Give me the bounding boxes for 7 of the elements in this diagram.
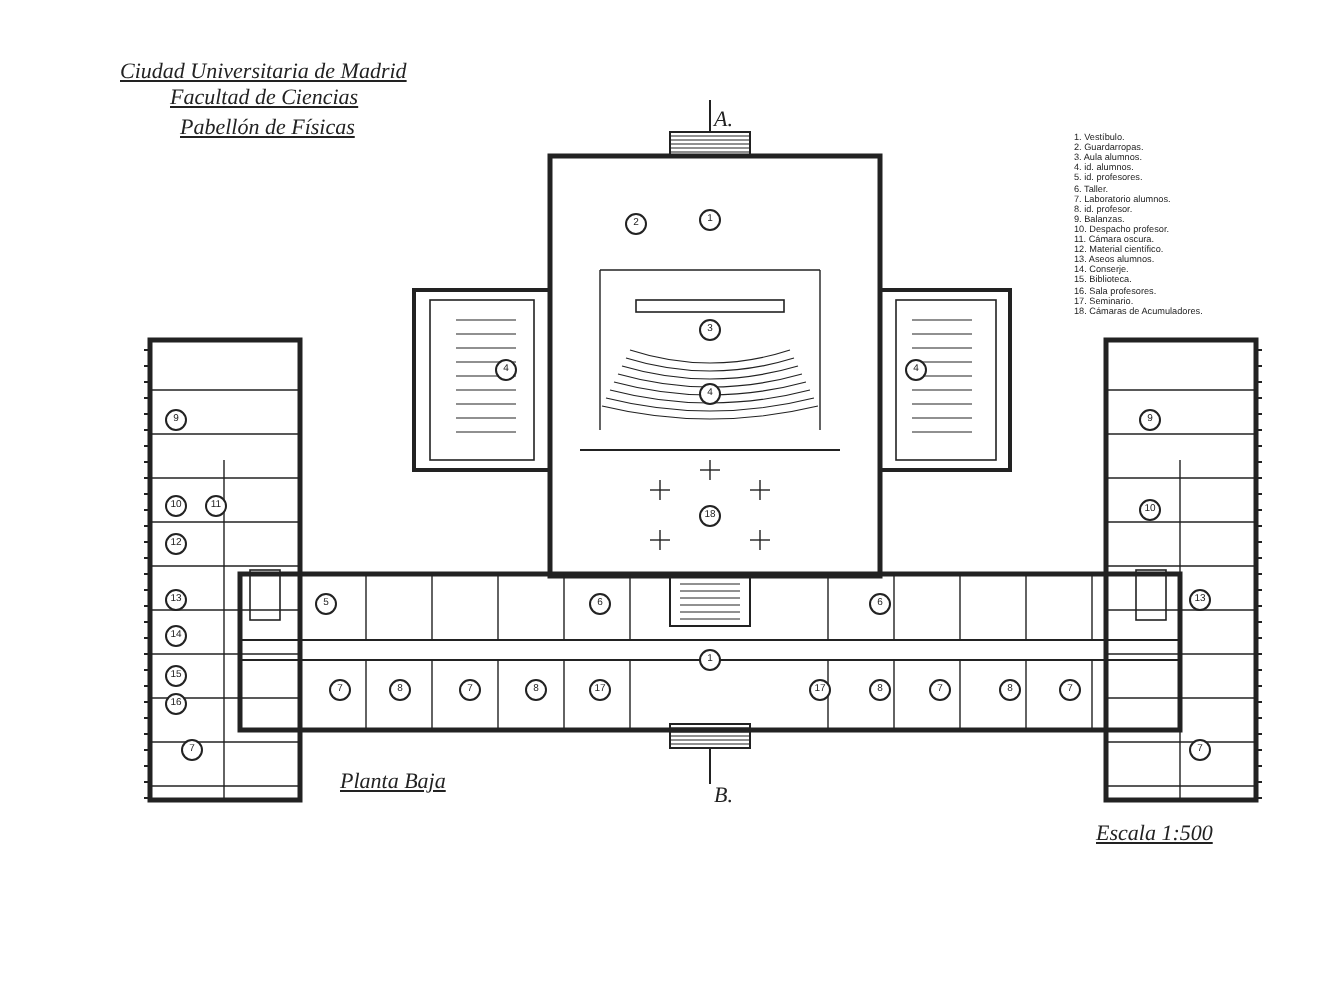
- subtitle: Pabellón de Físicas: [180, 116, 355, 140]
- plan-title: Planta Baja: [340, 770, 446, 794]
- subtitle: Facultad de Ciencias: [170, 86, 359, 110]
- section-marker: B.: [714, 784, 733, 808]
- section-marker: A.: [714, 108, 733, 132]
- scale-note: Escala 1:500: [1096, 822, 1213, 846]
- title: Ciudad Universitaria de Madrid: [120, 60, 407, 84]
